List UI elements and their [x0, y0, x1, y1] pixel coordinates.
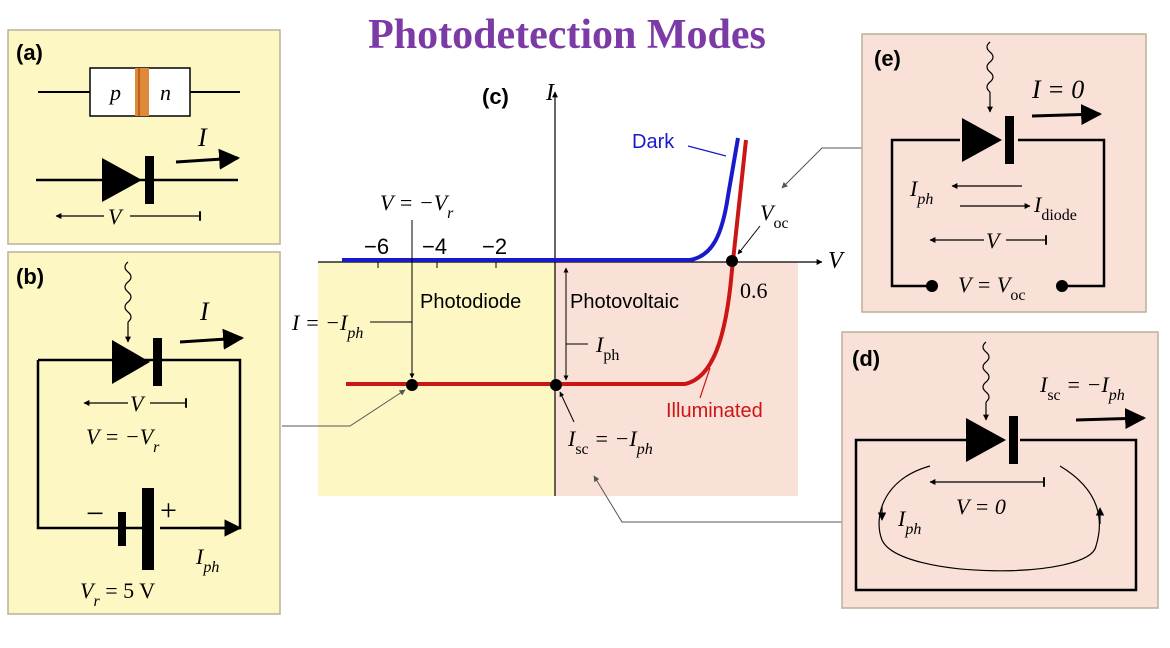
illuminated-curve — [346, 139, 748, 386]
vr-label-b: Vr = 5 V — [80, 578, 155, 610]
idiode-label-e: Idiode — [1033, 192, 1077, 224]
tick-0-6: 0.6 — [740, 278, 768, 303]
photovoltaic-label: Photovoltaic — [570, 291, 679, 313]
current-arrow-a — [175, 148, 241, 170]
current-label-a: I — [197, 123, 208, 152]
diode-e-icon — [962, 118, 1002, 162]
panel-e: (e) I = 0 Iph Idiode V V = Voc — [861, 33, 1147, 313]
photon-icon-d — [982, 341, 990, 403]
iph-label-e: Iph — [909, 176, 933, 208]
isc-annotation: Isc = −Iph — [567, 426, 653, 458]
terminal-right-e — [1056, 280, 1068, 292]
circuit-e — [890, 138, 1106, 288]
panel-e-label: (e) — [874, 46, 901, 71]
photodiode-label: Photodiode — [420, 291, 521, 313]
panel-d: (d) Isc = −Iph V = 0 Iph — [841, 331, 1159, 609]
connector-d-to-c — [593, 475, 842, 523]
panel-c-label: (c) — [482, 84, 509, 109]
panel-b: (b) I V V = −Vr − + Iph Vr = 5 V — [7, 251, 281, 615]
axis-v-label: V — [828, 248, 845, 274]
axis-i-label: I — [545, 80, 555, 106]
connector-b-to-c — [282, 389, 406, 427]
panel-d-label: (d) — [852, 346, 880, 371]
photodiode-region — [318, 262, 555, 496]
photon-icon — [124, 261, 132, 323]
isc-label-d: Isc = −Iph — [1039, 372, 1125, 404]
tick-neg6: −6 — [364, 234, 389, 259]
circuit-d — [854, 438, 1138, 592]
vr-annotation: V = −Vr — [380, 190, 454, 222]
voc-equation-e: V = Voc — [958, 272, 1025, 304]
diode-a-icon — [102, 158, 142, 202]
iph-label-d: Iph — [897, 506, 921, 538]
connector-e-to-c — [781, 147, 862, 189]
page-title: Photodetection Modes — [368, 12, 766, 58]
dark-label: Dark — [632, 131, 675, 153]
battery-icon — [118, 512, 126, 546]
dark-curve — [342, 137, 740, 262]
panel-a: (a) p n I V — [7, 29, 281, 245]
tick-neg4: −4 — [422, 234, 447, 259]
i-annotation: I = −Iph — [291, 310, 363, 342]
voltage-label-a: V — [108, 204, 124, 229]
current-arrow-b — [179, 328, 245, 350]
voltage-label-b: V — [130, 391, 146, 416]
voltage-label-e: V — [986, 228, 1002, 253]
current-label-b: I — [199, 297, 210, 326]
tick-neg2: −2 — [482, 234, 507, 259]
iph-loop-d — [878, 465, 1100, 572]
voc-annotation: Voc — [760, 200, 789, 232]
junction-region — [135, 68, 149, 116]
photon-icon-e — [986, 41, 994, 93]
panel-a-label: (a) — [16, 40, 43, 65]
zero-current-label-e: I = 0 — [1031, 75, 1084, 104]
terminal-left-e — [926, 280, 938, 292]
iph-annotation: Iph — [595, 332, 619, 364]
isc-arrow-d — [1075, 408, 1147, 430]
photodiode-point — [406, 379, 418, 391]
voc-point — [726, 255, 738, 267]
diode-d-icon — [966, 418, 1006, 462]
zero-current-arrow-e — [1031, 104, 1103, 126]
bias-equation-b: V = −Vr — [86, 424, 160, 456]
battery-minus: − — [86, 495, 104, 531]
diode-b-icon — [112, 340, 150, 384]
illuminated-label: Illuminated — [666, 400, 763, 422]
photovoltaic-region — [555, 262, 798, 496]
v0-label-d: V = 0 — [956, 494, 1006, 519]
isc-point — [550, 379, 562, 391]
iph-label-b: Iph — [195, 544, 219, 576]
panel-b-label: (b) — [16, 264, 44, 289]
battery-plus: + — [160, 494, 177, 527]
panel-c: (c) I V −6 −4 −2 0.6 Dark Illuminated Ph… — [291, 80, 845, 496]
p-label: p — [108, 80, 121, 105]
n-label: n — [160, 80, 171, 105]
